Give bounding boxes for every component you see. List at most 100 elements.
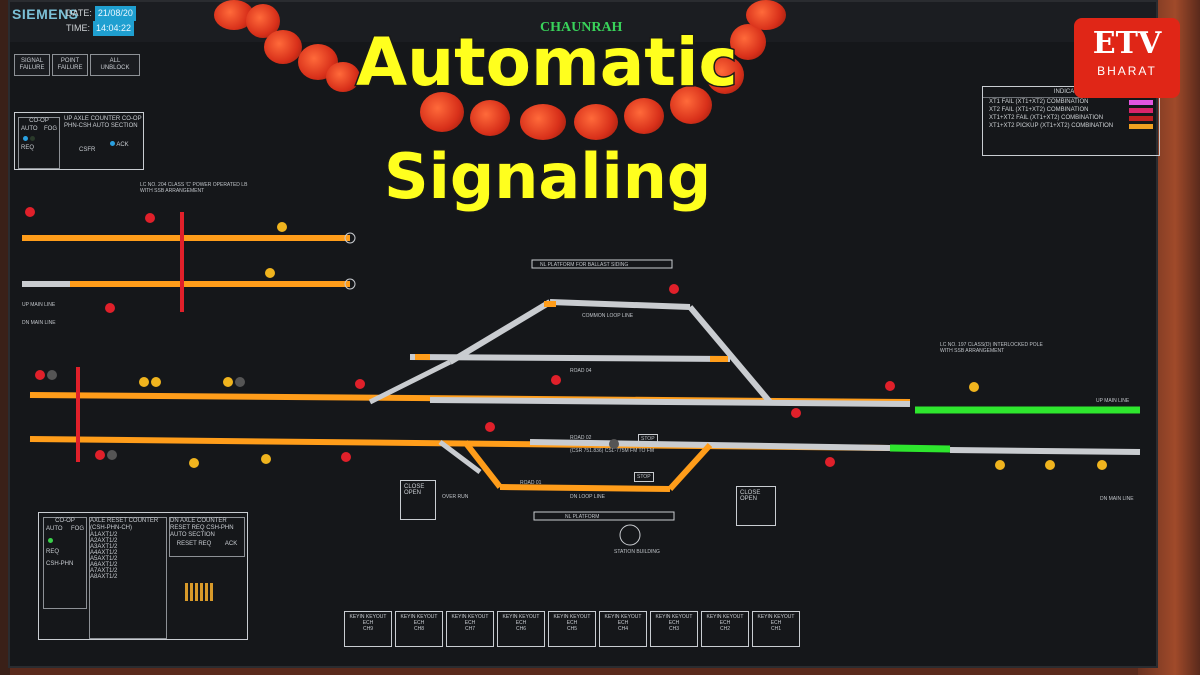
keyin-ch: CH3 (668, 626, 679, 632)
csr-speed-label: (CSR 751.836) CSL-775M FM TO FM (570, 448, 655, 454)
signal-lamp-amber-8 (1097, 460, 1107, 470)
open-label: OPEN (404, 490, 422, 496)
lc-right-label: LC NO. 197 CLASS(D) INTERLOCKED POLE WIT… (940, 342, 1043, 354)
keyin-label: KEYIN KEYOUT ECH (655, 614, 693, 626)
axle-counter-header: AXLE RESET COUNTER (CSH-PHN-CH) (90, 518, 159, 531)
open-label-2: OPEN (740, 496, 758, 502)
auto-indicator-icon (23, 136, 28, 141)
signal-lamp-red-8 (885, 381, 895, 391)
station-name: CHAUNRAH (540, 20, 623, 35)
signal-lamp-red-9 (825, 457, 835, 467)
counter-item: A8AXT1/2 (90, 574, 118, 580)
up-axle-counter-header: UP AXLE COUNTER CO-OP PHN-CSH AUTO SECTI… (64, 116, 142, 129)
track-up-main-clear (429, 397, 911, 407)
counter-item: A6AXT1/2 (90, 562, 118, 568)
fog-indicator-icon (29, 136, 35, 141)
indication-row: XT1+XT2 PICKUP (XT1+XT2) COMBINATION (983, 122, 1159, 130)
up-main-line-left-label: UP MAIN LINE (22, 302, 56, 308)
counter-item: A3AXT1/2 (90, 544, 118, 550)
up-main-line-right-label: UP MAIN LINE (1096, 398, 1130, 404)
platform-bottom-label: NL PLATFORM (565, 514, 600, 520)
keyin-ch: CH1 (770, 626, 781, 632)
axle-counter-list: AXLE RESET COUNTER (CSH-PHN-CH) A1AXT1/2… (89, 517, 167, 639)
platform-bottom-outline (533, 511, 675, 521)
up-axle-counter-panel: UP AXLE COUNTER CO-OP PHN-CSH AUTO SECTI… (14, 112, 144, 170)
indication-swatch (1129, 99, 1153, 105)
reset-req-header: DN AXLE COUNTER RESET REQ CSH-PHN AUTO S… (170, 518, 234, 538)
track-dn-loop-exit (667, 442, 713, 492)
dn-main-line-left-label: DN MAIN LINE (22, 320, 56, 326)
indication-row-text: XT2 FAIL (XT1+XT2) COMBINATION (989, 107, 1089, 113)
date-value: 21/08/20 (94, 6, 136, 21)
keyin-label: KEYIN KEYOUT ECH (706, 614, 744, 626)
signal-lamp-red-3 (355, 379, 365, 389)
co-op-box: CO-OP AUTO FOG REQ (18, 117, 60, 169)
lc-control-box-left: CLOSE OPEN (400, 480, 436, 520)
dn-loop-label: DN LOOP LINE (570, 494, 605, 500)
indication-row: XT1 FAIL (XT1+XT2) COMBINATION (983, 98, 1159, 106)
reset-req-button[interactable]: RESET REQ (176, 541, 212, 547)
signal-lamp-amber-4 (189, 458, 199, 468)
keyin-label: KEYIN KEYOUT ECH (451, 614, 489, 626)
all-unblock-button[interactable]: ALL UNBLOCK (90, 54, 140, 76)
road-04-label: ROAD 04 (570, 368, 592, 374)
dn-auto-label: AUTO (46, 526, 63, 532)
signal-lamp-off-2 (107, 450, 117, 460)
indication-swatch (1129, 107, 1153, 113)
road-01-label: ROAD 01 (520, 480, 542, 486)
dn-co-op-box: CO-OP AUTO FOG REQ CSH-PHN (43, 517, 87, 609)
indication-row-text: XT1+XT2 FAIL (XT1+XT2) COMBINATION (989, 115, 1104, 121)
dn-co-op-label: CO-OP (55, 518, 75, 524)
signal-lamp-red-13 (791, 408, 801, 418)
indication-title: INDICATION (983, 87, 1159, 98)
station-building-icon (619, 524, 641, 546)
keyin-label: KEYIN KEYOUT ECH (400, 614, 438, 626)
dn-auto-indicator-icon (48, 538, 53, 543)
flower (746, 0, 786, 30)
signal-lamp-red-6 (551, 375, 561, 385)
signal-failure-button[interactable]: SIGNAL FAILURE (14, 54, 50, 76)
monitor-bezel-left (0, 0, 10, 675)
track-end-marker-2 (344, 278, 356, 290)
overlay-title-line2: Signaling (382, 139, 712, 215)
counter-item: A1AXT1/2 (90, 532, 118, 538)
axle-reset-counter-panel: CO-OP AUTO FOG REQ CSH-PHN AXLE RESET CO… (38, 512, 248, 640)
track-crossover-3 (368, 359, 452, 405)
counter-item: A7AXT1/2 (90, 568, 118, 574)
close-label: CLOSE (404, 484, 425, 490)
flower (624, 98, 664, 134)
keyin-label: KEYIN KEYOUT ECH (502, 614, 540, 626)
stop-board: STOP (638, 434, 658, 444)
counter-item: A5AXT1/2 (90, 556, 118, 562)
time-label: TIME: (66, 23, 90, 33)
indication-row: XT2 FAIL (XT1+XT2) COMBINATION (983, 106, 1159, 114)
reset-ack-button[interactable]: ACK (224, 541, 238, 547)
toolbar: SIGNAL FAILURE POINT FAILURE ALL UNBLOCK (14, 54, 140, 76)
signal-lamp-amber-5 (261, 454, 271, 464)
ack-button[interactable]: ACK (110, 141, 129, 148)
track-crossover-1 (448, 299, 552, 365)
signal-lamp-red-1 (35, 370, 45, 380)
flower (670, 86, 712, 124)
counter-item: A4AXT1/2 (90, 550, 118, 556)
common-loop-label: COMMON LOOP LINE (582, 313, 634, 319)
time-value: 14:04:22 (93, 21, 135, 36)
signal-lamp-red-12 (25, 207, 35, 217)
fog-label: FOG (44, 126, 57, 132)
keyin-label: KEYIN KEYOUT ECH (349, 614, 387, 626)
keyin-ch: CH9 (362, 626, 373, 632)
point-failure-button[interactable]: POINT FAILURE (52, 54, 88, 76)
track-dn-main-right (949, 447, 1141, 455)
signal-lamp-red-2 (95, 450, 105, 460)
req-label: REQ (21, 145, 35, 151)
